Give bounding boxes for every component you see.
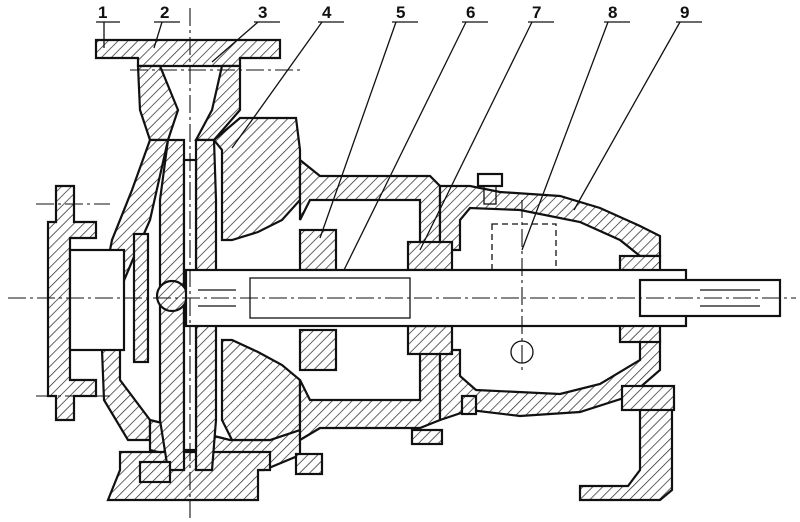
callouts: 1 2 3 4 5 6 7 8 9 [96, 3, 702, 271]
callout-2: 2 [160, 3, 169, 22]
callout-9: 9 [680, 3, 689, 22]
impeller-keyway [198, 289, 236, 307]
callout-6: 6 [466, 3, 475, 22]
callout-5: 5 [396, 3, 405, 22]
casing-cover-lower [220, 338, 302, 442]
discharge-flange [94, 38, 282, 68]
bolts [138, 384, 676, 484]
callout-1: 1 [98, 3, 107, 22]
bearing-housing-upper [438, 184, 662, 258]
foot-bolt-right [294, 452, 324, 476]
stuffing-box [298, 228, 338, 272]
bracket [298, 157, 442, 442]
keyway [700, 289, 760, 307]
callout-4: 4 [322, 3, 332, 22]
callout-8: 8 [608, 3, 617, 22]
suction-flange [46, 184, 126, 422]
callout-3: 3 [258, 3, 267, 22]
impeller-nut [155, 279, 189, 313]
center-lines [8, 8, 796, 518]
bearing-support-foot [578, 394, 674, 502]
casing-cover [212, 116, 302, 242]
callout-7: 7 [532, 3, 541, 22]
foot-bolt-left [138, 460, 172, 484]
front-bearing-lower [406, 324, 454, 356]
front-bearing-upper [406, 240, 454, 272]
support-bolt [620, 384, 676, 412]
housing-bolt-lower [460, 394, 478, 416]
suction-bore [68, 248, 126, 352]
oil-cup-cap [476, 172, 504, 188]
stuffing-box-lower [298, 328, 338, 372]
pump-foot [106, 450, 272, 502]
discharge-throat-left [136, 64, 180, 142]
oil-cup-stem [483, 185, 497, 205]
bracket-bolt-lower [410, 428, 444, 446]
